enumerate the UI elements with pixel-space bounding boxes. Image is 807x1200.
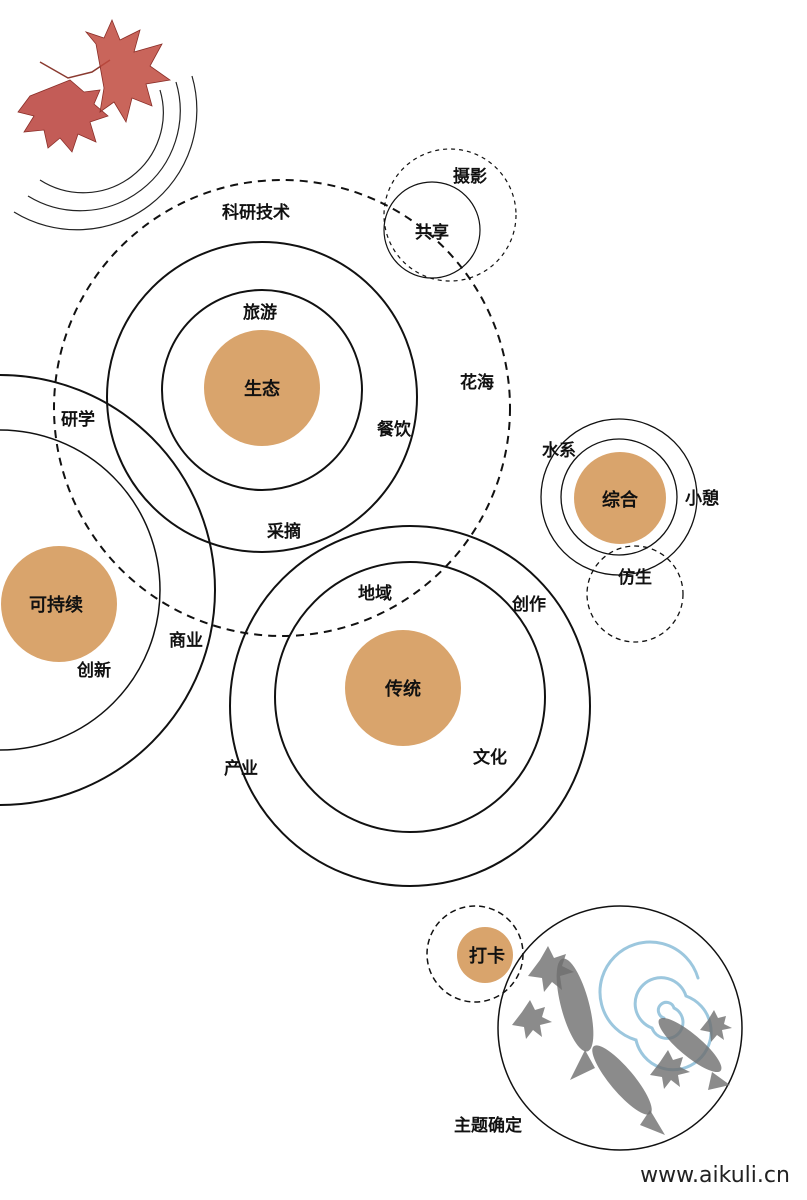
bionic-dashed-ring: [586, 545, 684, 643]
traditional-inner-ring: [274, 561, 546, 833]
checkin-core: [457, 927, 513, 983]
label-small-rest: 小憩: [685, 488, 719, 509]
photography-dashed-ring: [383, 148, 517, 282]
sustainable-core: [1, 546, 117, 662]
comprehensive-core: [574, 452, 666, 544]
label-innovation: 创新: [76, 660, 111, 681]
label-water-system: 水系: [542, 440, 576, 461]
ripple-rings-topleft: [13, 75, 198, 231]
label-sharing: 共享: [415, 222, 449, 243]
label-industry: 产业: [224, 758, 258, 779]
comprehensive-core-label: 综合: [602, 489, 639, 511]
koi-pond-ring: [497, 905, 743, 1151]
label-flower-sea: 花海: [460, 372, 494, 393]
watermark: www.aikuli.cn: [640, 1163, 790, 1188]
label-picking: 采摘: [266, 521, 301, 542]
checkin-core-label: 打卡: [469, 945, 505, 967]
ecology-outer-ring-dashed: [53, 179, 511, 637]
label-bionic: 仿生: [618, 567, 652, 588]
ecology-inner-ring: [161, 289, 363, 491]
traditional-outer-ring: [229, 525, 591, 887]
water-ripple: [598, 940, 713, 1072]
label-creation: 创作: [511, 594, 546, 615]
label-culture: 文化: [473, 747, 507, 768]
maple-leaf-1: [17, 79, 109, 153]
ecology-core-label: 生态: [244, 378, 280, 400]
label-theme-confirm: 主题确定: [454, 1115, 522, 1136]
label-research-tech: 科研技术: [222, 202, 290, 223]
label-dining: 餐饮: [377, 419, 412, 440]
label-region: 地域: [358, 583, 392, 604]
label-study: 研学: [61, 409, 95, 430]
sharing-ring: [383, 181, 481, 279]
comprehensive-outer-ring: [540, 418, 698, 576]
traditional-core: [345, 630, 461, 746]
sustainable-outer-ring: [0, 374, 216, 806]
label-photography: 摄影: [453, 166, 487, 187]
label-tourism: 旅游: [243, 302, 277, 323]
traditional-core-label: 传统: [384, 678, 421, 700]
sustainable-inner-ring: [0, 429, 161, 751]
sustainable-core-label: 可持续: [29, 594, 83, 616]
ecology-middle-ring: [106, 241, 418, 553]
comprehensive-inner-ring: [560, 438, 678, 556]
ecology-core: [204, 330, 320, 446]
label-commerce: 商业: [169, 630, 203, 651]
koi-fish-icon: [512, 946, 732, 1135]
maple-leaf-icon: [17, 18, 172, 153]
maple-leaf-2: [84, 18, 172, 124]
